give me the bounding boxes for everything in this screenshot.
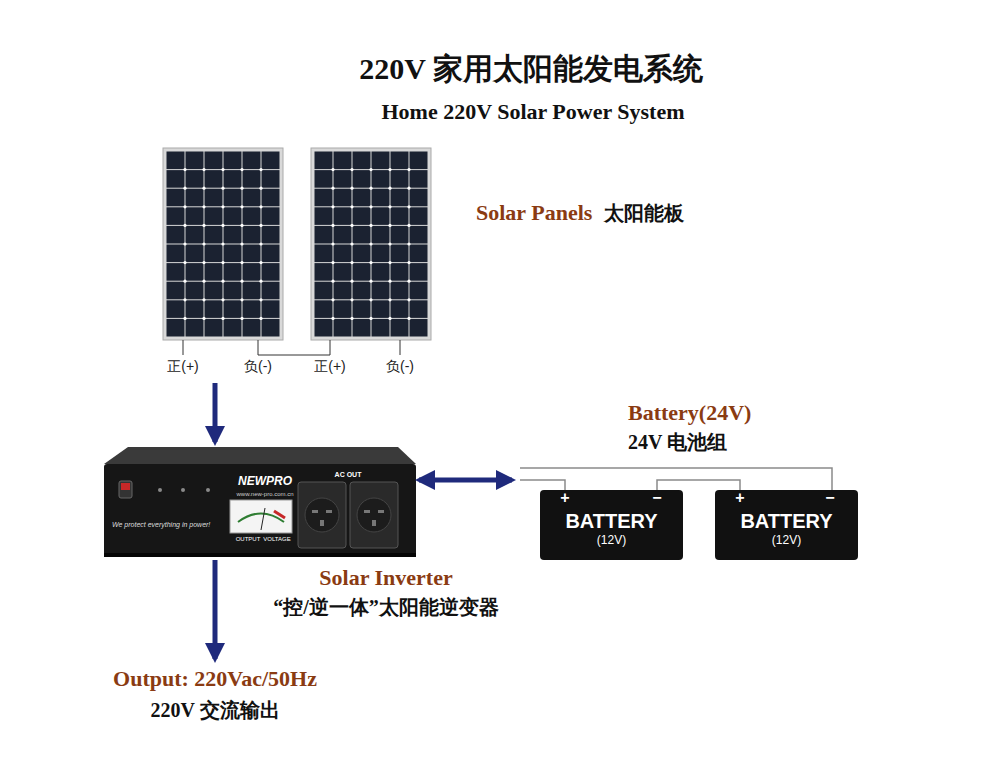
battery-box: BATTERY(12V)	[715, 490, 858, 560]
meter-label: VOLTAGE	[263, 536, 290, 543]
text-group: Solar Panels 太阳能板	[476, 200, 684, 225]
terminal-label: 负(-)	[386, 358, 414, 374]
solar-panel-group: Solar Panels 太阳能板	[158, 143, 728, 380]
flow-arrow	[419, 478, 512, 483]
text-group: Output: 220Vac/50Hz 220V 交流输出	[85, 666, 345, 722]
diagram-title: 220V 家用太阳能发电系统	[359, 52, 703, 87]
terminal-label: 正(+)	[314, 358, 346, 374]
text-group: Solar Inverter “控/逆一体”太阳能逆变器	[236, 565, 536, 619]
subtitle: Home 220V Solar Power System	[381, 99, 684, 124]
brand-url: www.new-pro.com.cn	[236, 491, 293, 498]
battery-box: BATTERY(12V)	[540, 490, 683, 560]
terminal-label: 正(+)	[167, 358, 199, 374]
meter-label: OUTPUT	[236, 536, 261, 543]
solar-panels-drawing	[163, 148, 431, 340]
battery-label: BATTERY	[565, 510, 657, 533]
subheading: “控/逆一体”太阳能逆变器	[273, 596, 499, 619]
panel-leads	[183, 340, 400, 355]
brand-name: NEWPRO	[238, 475, 292, 489]
battery-label: BATTERY	[740, 510, 832, 533]
slogan: We protect everything in power!	[112, 521, 210, 529]
terminal-label: 负(-)	[244, 358, 272, 374]
subheading: 太阳能板	[604, 202, 684, 225]
battery-voltage: (12V)	[597, 533, 626, 548]
battery-bank: Battery(24V)24V 电池组BATTERY(12V)BATTERY(1…	[515, 395, 865, 565]
solar-inverter: Solar Inverter“控/逆一体”太阳能逆变器	[104, 445, 416, 557]
heading: Output: 220Vac/50Hz	[113, 666, 317, 691]
panel-label: AC OUT	[335, 471, 362, 479]
heading: Battery(24V)	[628, 400, 751, 425]
inverter-drawing	[104, 447, 416, 557]
subheading: 220V 交流输出	[150, 699, 279, 722]
text-group: Battery(24V) 24V 电池组	[628, 400, 751, 454]
heading: Solar Inverter	[319, 565, 452, 590]
battery-wires	[520, 468, 832, 490]
flow-arrow	[213, 383, 218, 442]
ac-output: Output: 220Vac/50Hz 220V 交流输出	[85, 662, 345, 737]
subheading: 24V 电池组	[628, 431, 727, 454]
flow-arrow	[213, 560, 218, 659]
heading: Solar Panels	[476, 200, 592, 225]
battery-voltage: (12V)	[772, 533, 801, 548]
